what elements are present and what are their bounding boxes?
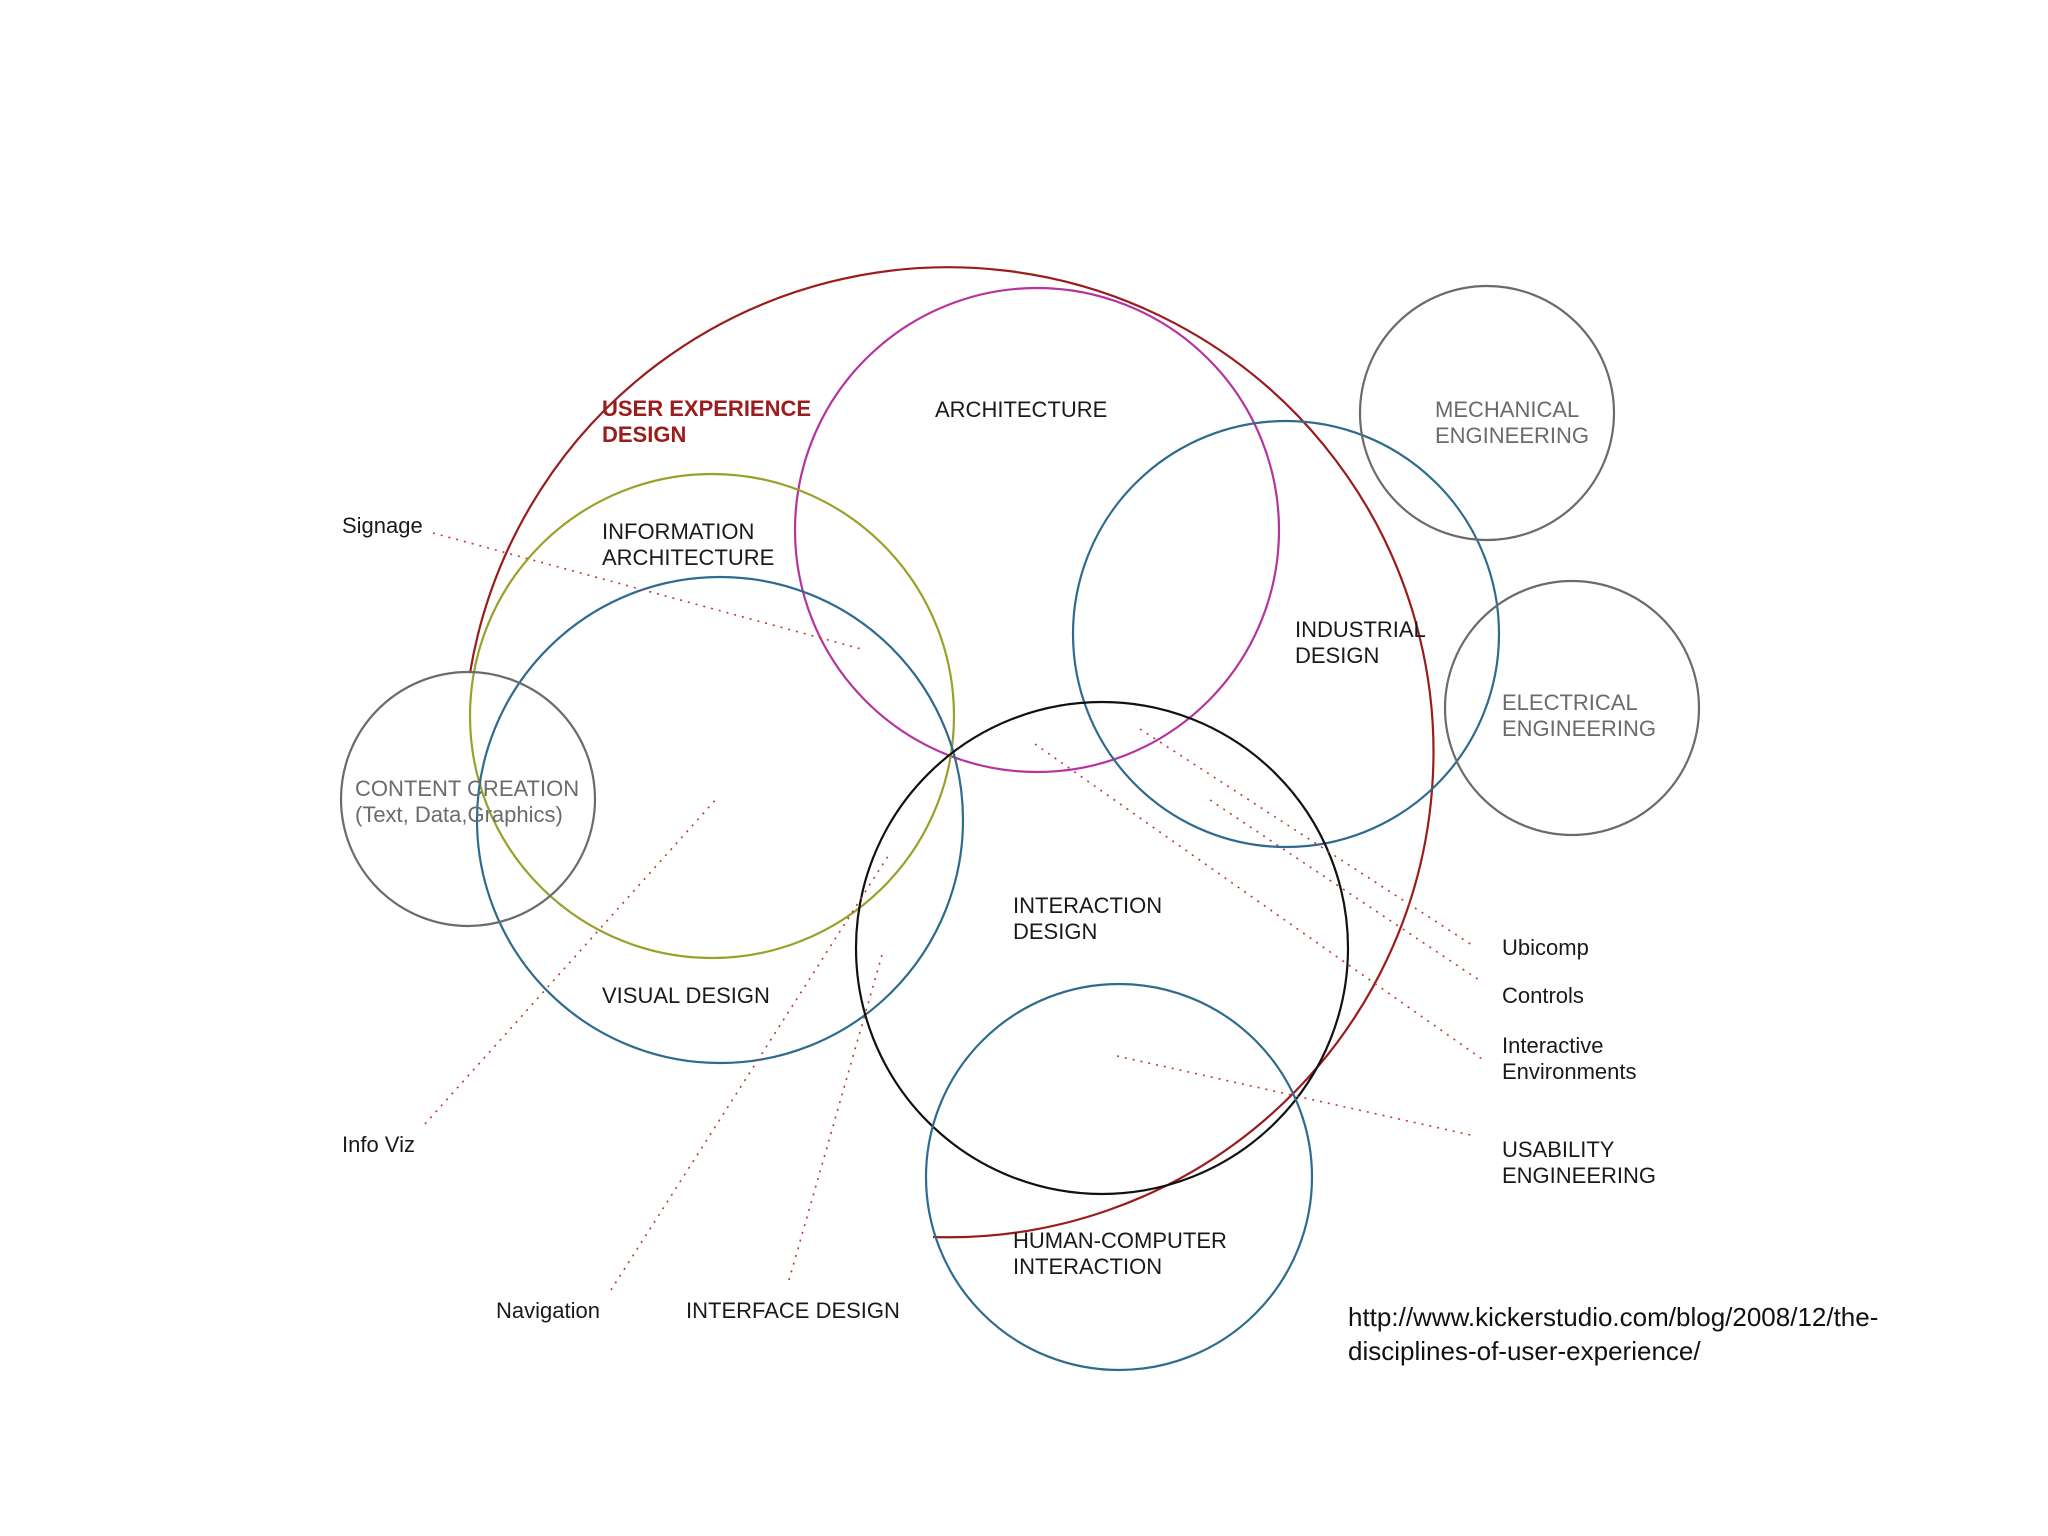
source-url[interactable]: http://www.kickerstudio.com/blog/2008/12… xyxy=(1348,1300,1988,1368)
interactive-environments-label: Interactive Environments xyxy=(1502,1033,1637,1084)
ubicomp-leader xyxy=(1139,728,1476,948)
navigation-label: Navigation xyxy=(496,1298,600,1323)
electrical-engineering-circle xyxy=(1443,579,1701,837)
human-computer-interaction-circle xyxy=(924,982,1314,1372)
signage-label: Signage xyxy=(342,513,423,538)
source-url-line-2: disciplines-of-user-experience/ xyxy=(1348,1336,1701,1366)
industrial-design-label: INDUSTRIAL DESIGN xyxy=(1295,617,1431,668)
ubicomp-label: Ubicomp xyxy=(1502,935,1589,960)
usability-engineering-label: USABILITY ENGINEERING xyxy=(1502,1137,1656,1188)
controls-label: Controls xyxy=(1502,983,1584,1008)
human-computer-interaction-label: HUMAN-COMPUTER INTERACTION xyxy=(1013,1228,1233,1279)
info-viz-label: Info Viz xyxy=(342,1132,415,1157)
controls-leader xyxy=(1209,799,1483,983)
usability-engineering-leader xyxy=(1116,1055,1476,1137)
navigation-leader xyxy=(610,852,891,1291)
electrical-engineering-label: ELECTRICAL ENGINEERING xyxy=(1502,690,1656,741)
user-experience-design-title: USER EXPERIENCE DESIGN xyxy=(602,396,817,447)
user-experience-design-circle xyxy=(468,266,1435,1239)
visual-design-circle xyxy=(475,575,965,1065)
interface-design-label: INTERFACE DESIGN xyxy=(686,1298,900,1323)
content-creation-label: CONTENT CREATION (Text, Data,Graphics) xyxy=(355,776,585,827)
information-architecture-circle xyxy=(468,472,956,960)
interaction-design-label: INTERACTION DESIGN xyxy=(1013,893,1168,944)
info-viz-leader xyxy=(424,796,719,1125)
industrial-design-circle xyxy=(1071,419,1501,849)
interface-design-leader xyxy=(788,954,883,1281)
interactive-environments-leader xyxy=(1034,743,1483,1060)
architecture-circle xyxy=(793,286,1281,774)
content-creation-circle xyxy=(339,670,597,928)
leader-lines xyxy=(424,532,1483,1291)
visual-design-label: VISUAL DESIGN xyxy=(602,983,770,1008)
information-architecture-label: INFORMATION ARCHITECTURE xyxy=(602,519,774,570)
architecture-label: ARCHITECTURE xyxy=(935,397,1107,422)
mechanical-engineering-label: MECHANICAL ENGINEERING xyxy=(1435,397,1589,448)
mechanical-engineering-circle xyxy=(1358,284,1616,542)
source-url-line-1: http://www.kickerstudio.com/blog/2008/12… xyxy=(1348,1302,1879,1332)
interaction-design-circle xyxy=(854,700,1350,1196)
